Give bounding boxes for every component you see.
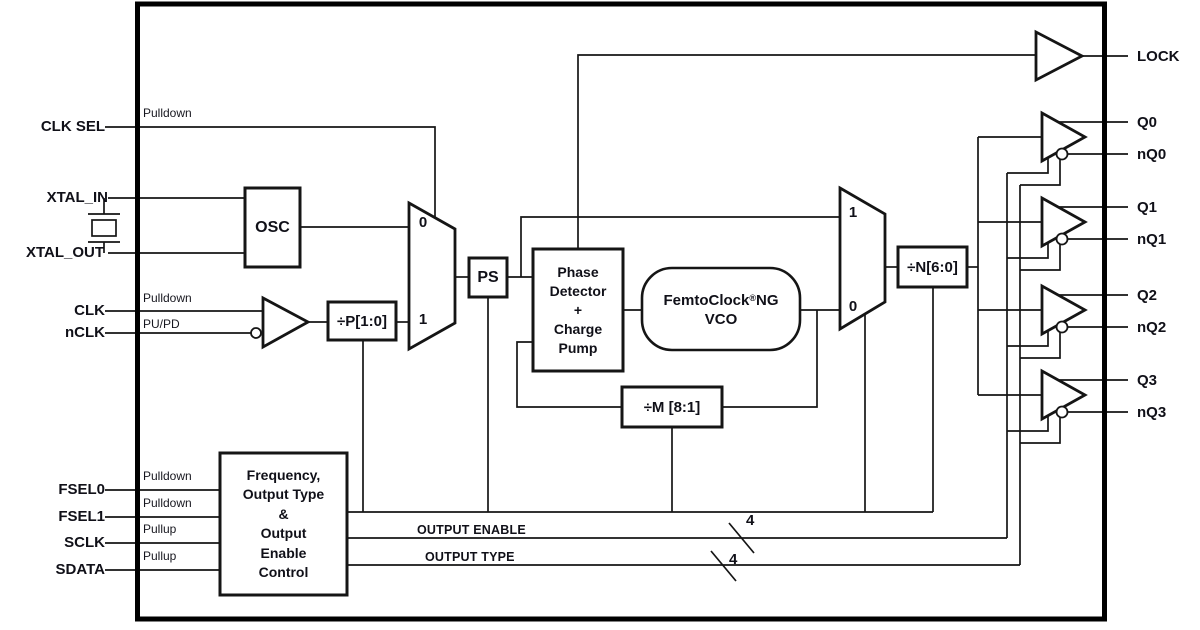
type-bus-width-label: 4 (729, 551, 738, 568)
divp-block (326, 300, 398, 342)
pd-line-1: Phase (557, 263, 599, 280)
wire-bypass-to-mux2 (520, 216, 840, 277)
pin-label-xtal-in: XTAL_IN (46, 189, 108, 206)
vco-line-2: VCO (704, 311, 738, 328)
pin-label-clk-sel: CLK SEL (40, 118, 105, 135)
phase-detector-label: Phase Detector + Charge Pump (533, 249, 623, 371)
divn-label: ÷N[6:0] (907, 258, 958, 276)
wire-config-branches (362, 287, 934, 512)
input-mux (407, 200, 457, 352)
wire-enable-taps (1007, 158, 1049, 432)
wires-serial-inputs (105, 489, 220, 571)
wires-q0-out (1058, 121, 1128, 155)
pin-label-q0: Q0 (1137, 114, 1158, 131)
nq2-inversion-bubble (1055, 320, 1069, 334)
nq1-inversion-bubble (1055, 232, 1069, 246)
pin-label-nq3: nQ3 (1137, 404, 1167, 421)
pd-line-5: Pump (558, 339, 598, 356)
osc-label: OSC (255, 218, 290, 236)
ps-label: PS (477, 268, 499, 286)
wires-q3-out (1058, 379, 1128, 413)
output-type-bus-label: OUTPUT TYPE (425, 550, 515, 564)
osc-block (243, 186, 302, 269)
pin-label-fsel0: FSEL0 (58, 481, 105, 498)
wires-q2-out (1058, 294, 1128, 328)
phase-detector-block (531, 247, 625, 373)
wire-clk-sel-to-mux1 (105, 126, 436, 219)
control-line-4: Output (260, 525, 307, 541)
pin-label-xtal-out: XTAL_OUT (25, 244, 104, 261)
chip-boundary (135, 1, 1107, 622)
wire-output-type (347, 185, 1021, 566)
resistor-label-clk-sel: Pulldown (143, 106, 192, 120)
pin-label-q3: Q3 (1137, 372, 1158, 389)
pin-label-nq1: nQ1 (1137, 231, 1167, 248)
vco-label: FemtoClock®NG VCO (642, 268, 800, 350)
registered-mark: ® (749, 293, 756, 303)
wire-divm-to-pd (516, 341, 622, 408)
crystal-body (91, 219, 117, 237)
output-enable-bus-label: OUTPUT ENABLE (417, 523, 526, 537)
enable-bus-width-label: 4 (746, 512, 755, 529)
divm-label: ÷M [8:1] (643, 398, 701, 416)
wire-type-taps (1020, 151, 1061, 444)
control-block (218, 451, 349, 597)
mux1-input-0-label: 0 (418, 214, 428, 231)
resistor-label-fsel1: Pulldown (143, 496, 192, 510)
wire-vco-feedback-tap (722, 310, 818, 408)
bus-width-slashes (710, 522, 755, 582)
pin-label-lock: LOCK (1137, 48, 1180, 65)
control-line-5: Enable (260, 544, 307, 561)
control-line-3: & (278, 505, 289, 522)
vco-line-1: FemtoClock®NG (664, 289, 779, 310)
mux-layer (407, 185, 887, 352)
control-block-label: Frequency, Output Type & Output Enable C… (220, 453, 347, 595)
mux2-input-0-label: 0 (848, 298, 858, 315)
wire-layer (88, 54, 1128, 582)
lock-output-buffer (1034, 29, 1086, 83)
pd-line-2: Detector (549, 282, 607, 299)
buffer-layer (250, 29, 1088, 422)
pin-label-fsel1: FSEL1 (58, 508, 105, 525)
pin-label-q2: Q2 (1137, 287, 1158, 304)
resistor-label-sclk: Pullup (143, 522, 177, 536)
clk-input-buffer (261, 295, 311, 350)
resistor-label-fsel0: Pulldown (143, 469, 192, 483)
divn-block (896, 245, 969, 289)
resistor-label-nclk: PU/PD (143, 317, 180, 331)
pin-label-nclk: nCLK (65, 324, 105, 341)
pd-line-3: + (573, 301, 583, 318)
pin-label-nq2: nQ2 (1137, 319, 1167, 336)
pin-label-clk: CLK (74, 302, 105, 319)
block-layer (218, 186, 969, 597)
wire-pd-to-lock-buffer (577, 54, 1036, 249)
mux1-input-1-label: 1 (418, 311, 428, 328)
vco-name: FemtoClock (663, 292, 750, 309)
nclk-inversion-bubble (250, 327, 262, 339)
control-line-2: Output Type (242, 486, 325, 502)
nq0-inversion-bubble (1055, 147, 1069, 161)
nq3-inversion-bubble (1055, 405, 1069, 419)
pin-label-nq0: nQ0 (1137, 146, 1167, 163)
resistor-label-clk: Pulldown (143, 291, 192, 305)
vco-block (640, 266, 802, 352)
control-line-1: Frequency, (246, 466, 321, 483)
pd-line-4: Charge (553, 320, 603, 337)
pin-label-sclk: SCLK (64, 534, 105, 551)
crystal-leads (88, 198, 120, 253)
divp-label: ÷P[1:0] (337, 312, 387, 330)
pin-label-q1: Q1 (1137, 199, 1158, 216)
wires-q1-out (1058, 206, 1128, 240)
ps-block (467, 256, 509, 299)
control-line-6: Control (258, 564, 309, 580)
vco-name-suffix: NG (756, 292, 779, 309)
divm-block (620, 385, 724, 429)
wires-buffer-inputs (978, 136, 1042, 396)
mux2-input-1-label: 1 (848, 204, 858, 221)
wire-output-enable (347, 173, 1008, 539)
pin-label-sdata: SDATA (55, 561, 105, 578)
vco-bypass-mux (838, 185, 887, 332)
resistor-label-sdata: Pullup (143, 549, 177, 563)
